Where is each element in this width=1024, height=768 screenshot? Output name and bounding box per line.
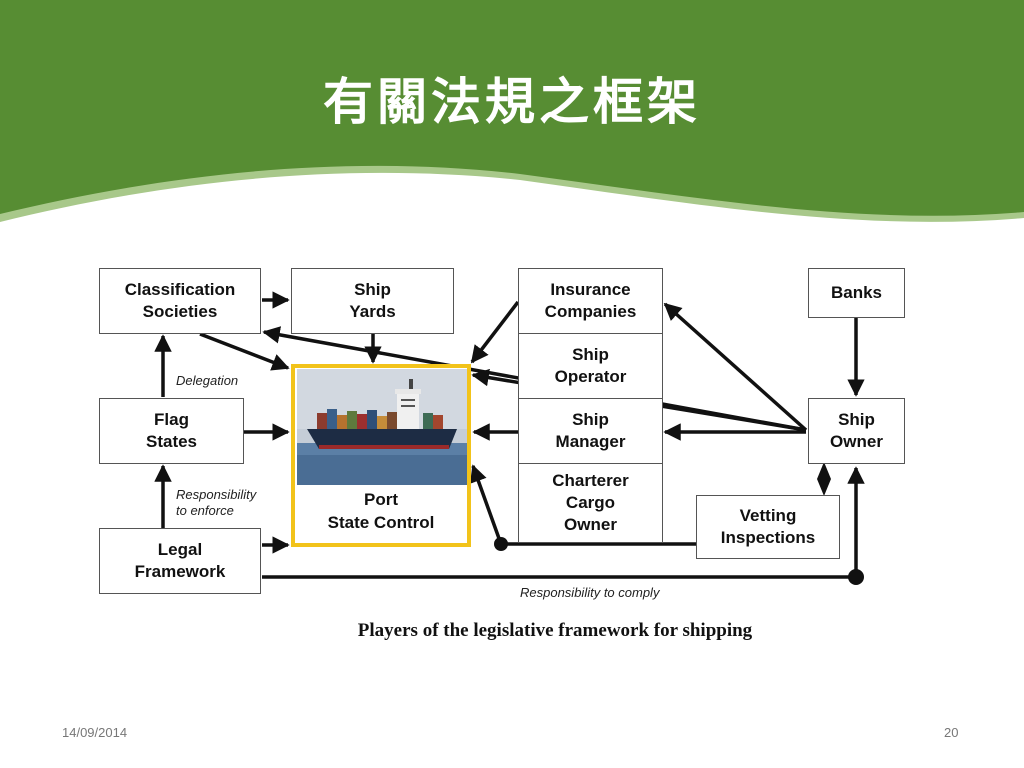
ship-yards-box: Ship Yards (291, 268, 454, 334)
responsibility-to-comply-label: Responsibility to comply (520, 585, 660, 600)
charterer-cargo-owner-box: Charterer Cargo Owner (518, 463, 663, 543)
port-state-control-label: Port State Control (327, 490, 435, 532)
banks-box: Banks (808, 268, 905, 318)
diagram-caption: Players of the legislative framework for… (357, 620, 753, 641)
flag-states-box: Flag States (99, 398, 244, 464)
slide-header (0, 0, 1024, 222)
insurance-companies-box: Insurance Companies (518, 268, 663, 334)
container-ship-image (297, 369, 467, 485)
slide-title: 有關法規之框架 (323, 72, 701, 131)
ship-manager-box: Ship Manager (518, 398, 663, 464)
legal-framework-box: Legal Framework (99, 528, 261, 594)
ship-operator-box: Ship Operator (518, 333, 663, 399)
slide-page-number: 20 (944, 725, 959, 740)
classification-societies-box: Classification Societies (99, 268, 261, 334)
delegation-label: Delegation (176, 373, 239, 388)
vetting-inspections-box: Vetting Inspections (696, 495, 840, 559)
ship-owner-box: Ship Owner (808, 398, 905, 464)
slide-date: 14/09/2014 (62, 725, 128, 740)
responsibility-to-enforce-label: Responsibility to enforce (176, 487, 257, 518)
